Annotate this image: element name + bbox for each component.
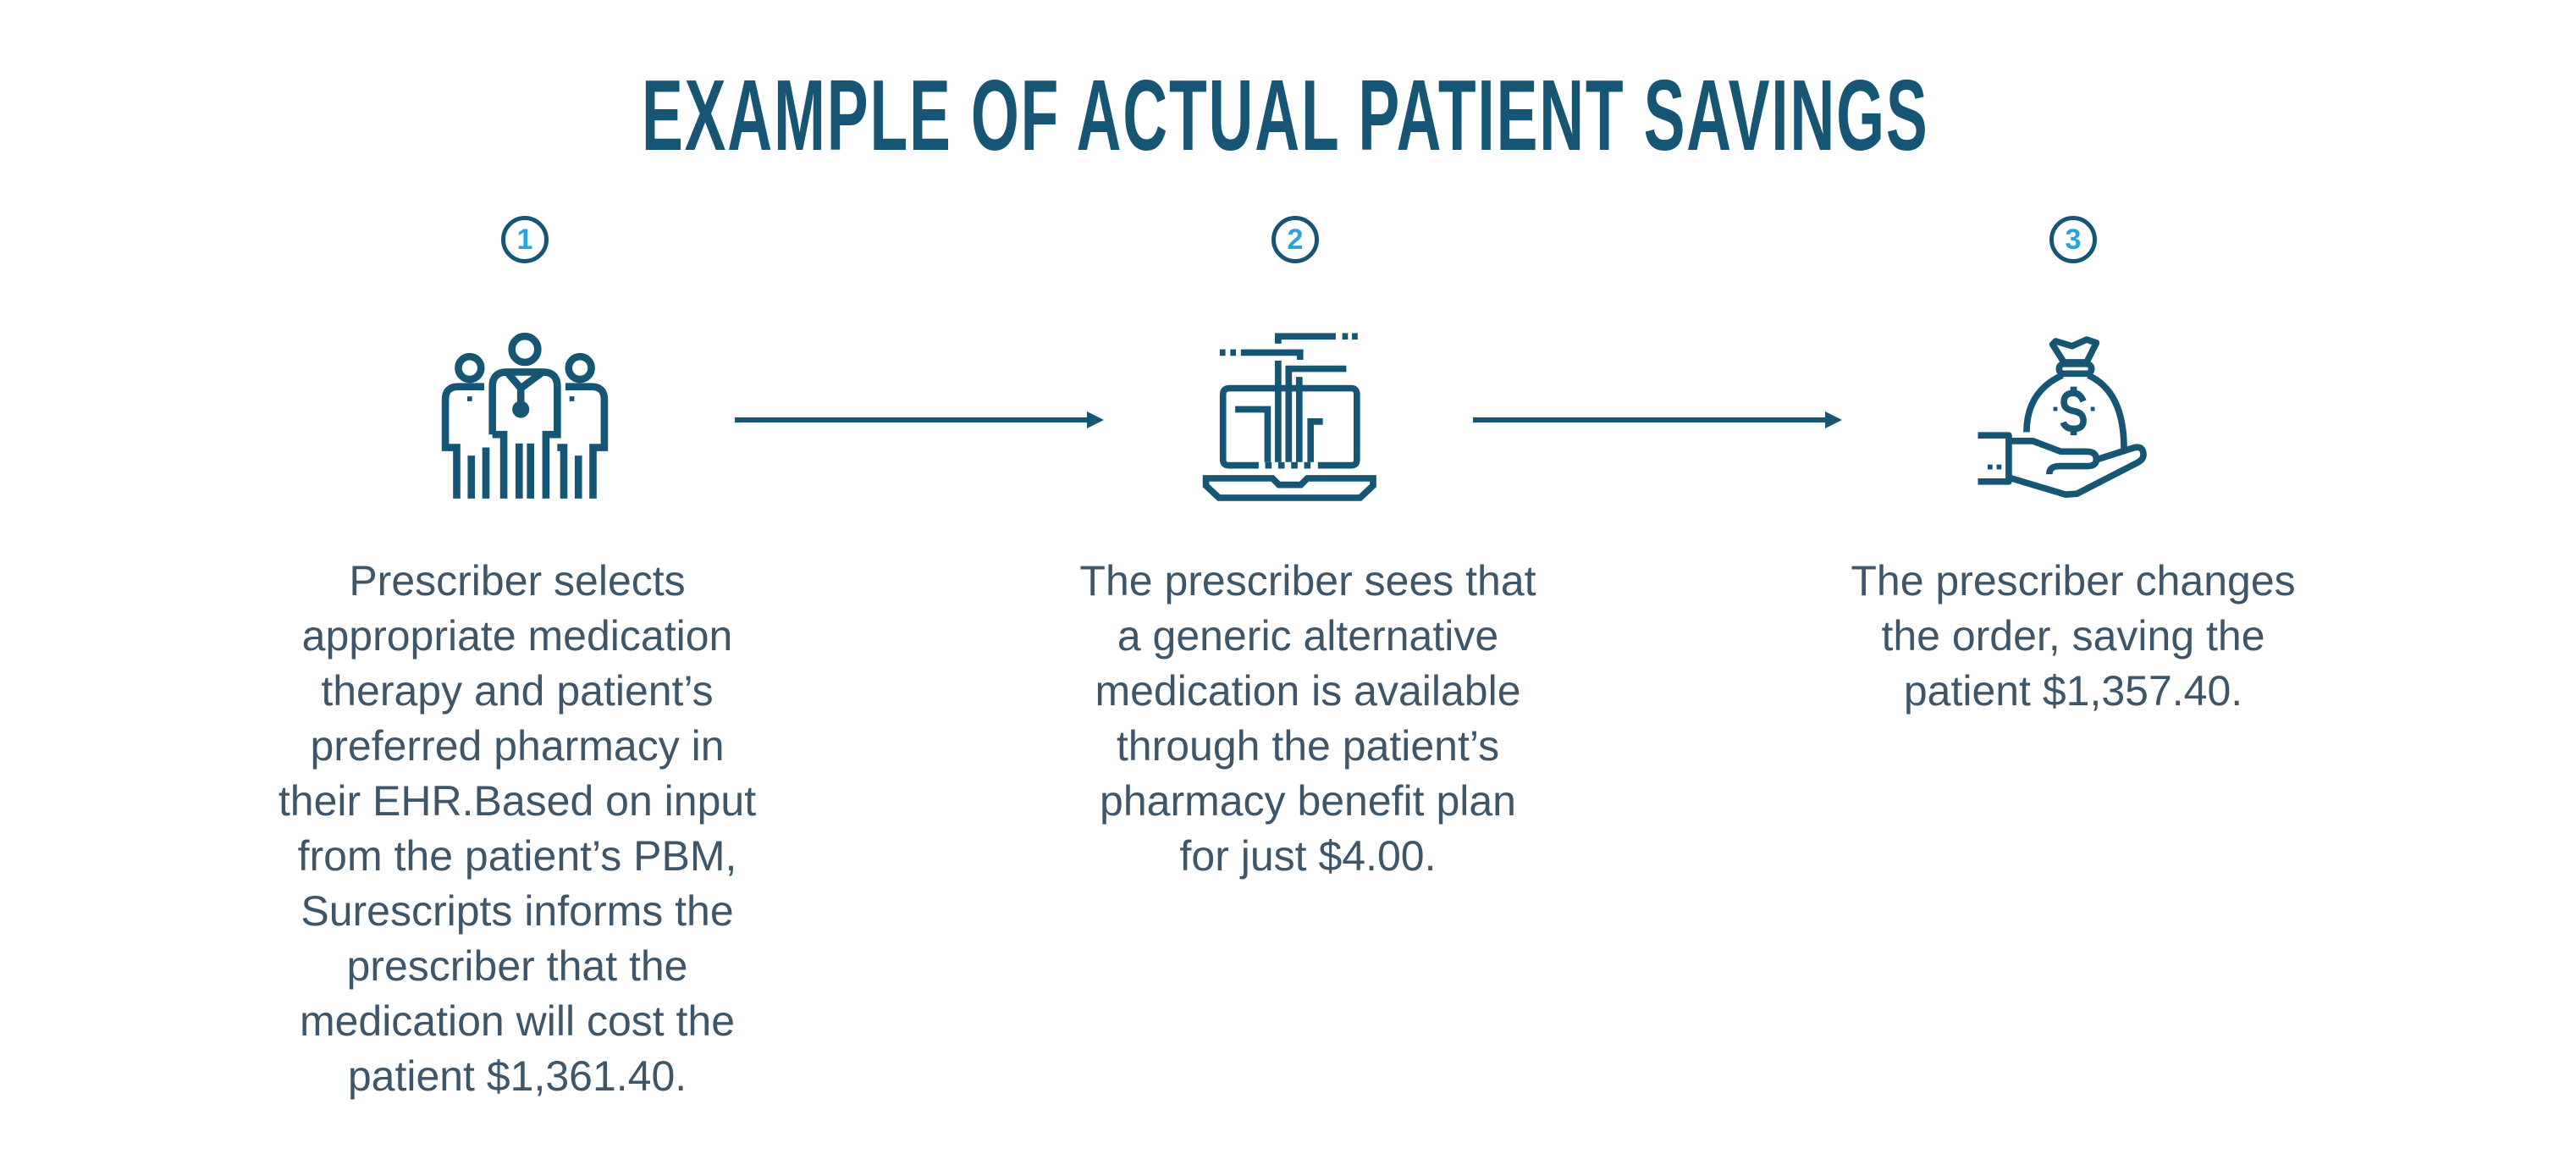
- step-3-line: the order, saving the: [1881, 612, 2265, 660]
- step-1-line: their EHR.Based on input: [278, 777, 757, 825]
- step-1-line: from the patient’s PBM,: [297, 832, 737, 880]
- step-1-number: 1: [516, 223, 533, 256]
- step-1-line: Prescriber selects: [349, 557, 686, 605]
- step-3-line: The prescriber changes: [1851, 557, 2296, 605]
- step-2-line: a generic alternative: [1117, 612, 1499, 660]
- step-2-badge: 2: [1271, 216, 1319, 263]
- page-title-text: EXAMPLE OF ACTUAL PATIENT SAVINGS: [642, 59, 1929, 172]
- step-2-line: for just $4.00.: [1179, 832, 1437, 880]
- arrow-right-icon: [1473, 410, 1842, 430]
- step-2-line: medication is available: [1095, 667, 1521, 715]
- step-1-description: Prescriber selects appropriate medicatio…: [196, 554, 839, 1104]
- arrow-right-icon: [735, 410, 1104, 430]
- step-2-line: through the patient’s: [1116, 722, 1500, 770]
- step-1-line: patient $1,361.40.: [347, 1052, 687, 1100]
- step-1-line: appropriate medication: [301, 612, 733, 660]
- money-bag-hand-icon: [1964, 322, 2167, 516]
- page-title: EXAMPLE OF ACTUAL PATIENT SAVINGS: [0, 61, 2576, 171]
- step-1-line: preferred pharmacy in: [310, 722, 725, 770]
- step-2-number: 2: [1287, 223, 1304, 256]
- step-1-line: prescriber that the: [346, 942, 688, 990]
- step-2-description: The prescriber sees that a generic alter…: [986, 554, 1630, 884]
- step-1-line: therapy and patient’s: [321, 667, 714, 715]
- laptop-data-icon: [1194, 322, 1397, 516]
- step-2-line: pharmacy benefit plan: [1100, 777, 1516, 825]
- step-3-line: patient $1,357.40.: [1903, 667, 2243, 715]
- step-3-badge: 3: [2049, 216, 2097, 263]
- step-3-description: The prescriber changes the order, saving…: [1751, 554, 2395, 719]
- step-3-number: 3: [2065, 223, 2082, 256]
- step-2-line: The prescriber sees that: [1079, 557, 1536, 605]
- step-1-badge: 1: [501, 216, 549, 263]
- medical-team-icon: [423, 322, 626, 516]
- step-1-line: Surescripts informs the: [301, 887, 734, 935]
- step-1-line: medication will cost the: [299, 997, 736, 1045]
